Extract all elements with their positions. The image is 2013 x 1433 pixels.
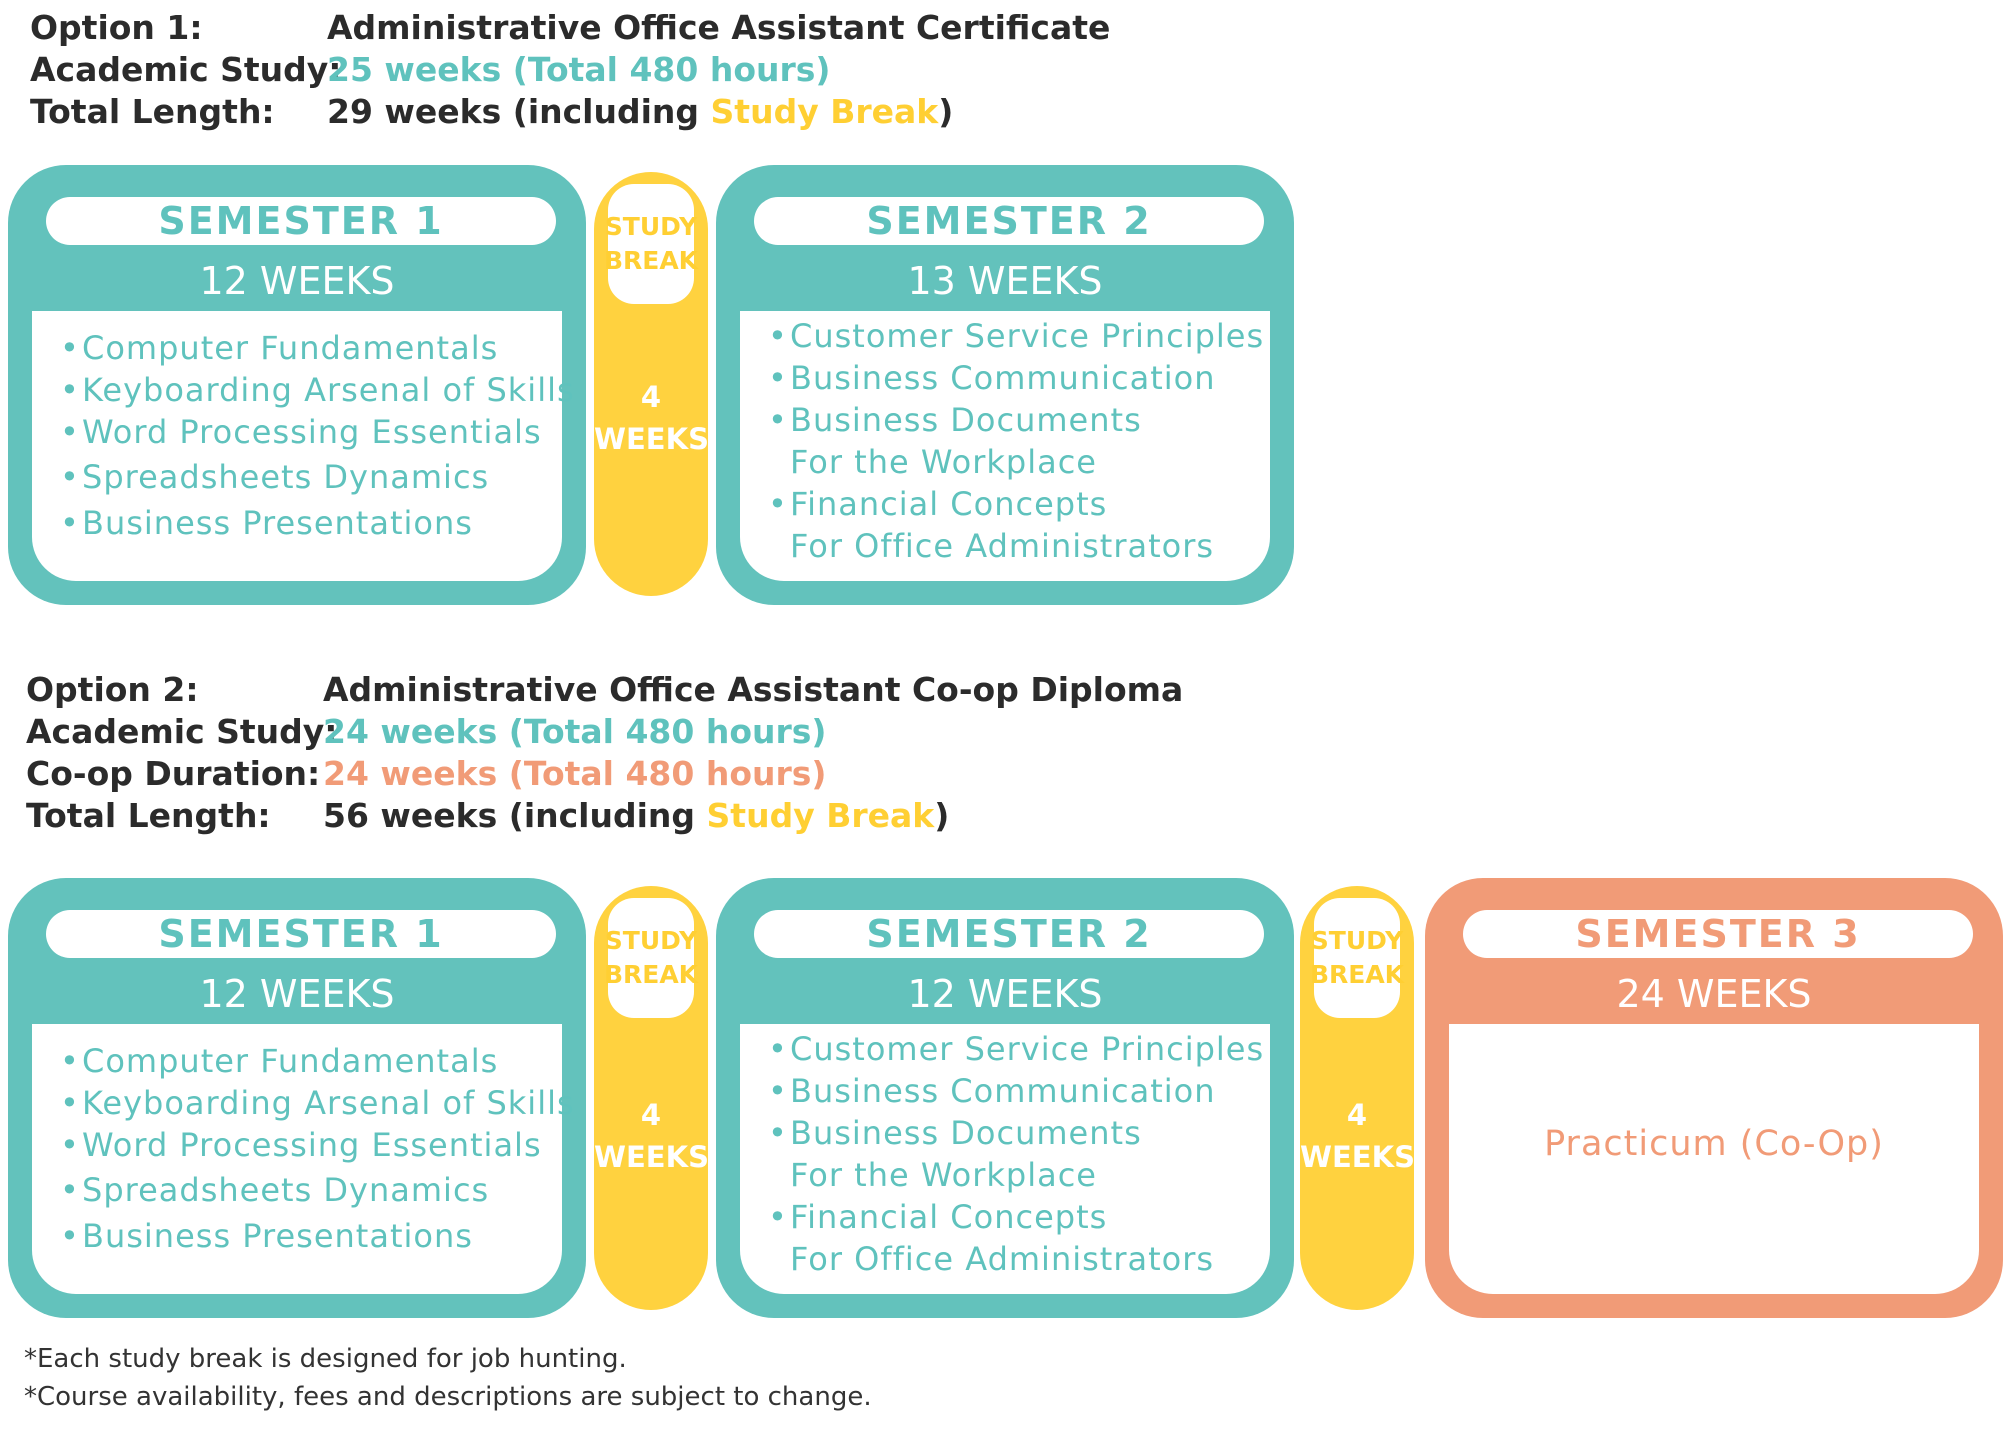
option1-semester1-body: •Computer Fundamentals •Keyboarding Arse… [32,311,574,581]
option2-semester3-card: SEMESTER 3 24 WEEKS Practicum (Co-Op) [1425,878,2003,1318]
option1-semester2-title: SEMESTER 2 [754,197,1264,245]
option2-semester2-title: SEMESTER 2 [754,910,1264,958]
option1-semester2-weeks: 13 WEEKS [907,259,1103,303]
option2-total-prefix: 56 weeks (including [323,796,707,835]
option1-total-prefix: 29 weeks (including [327,92,711,131]
option2-academic-value: 24 weeks (Total 480 hours) [323,712,827,751]
option1-program-row: Option 1: Administrative Office Assistan… [30,8,1530,52]
option1-label: Option 1: [30,8,203,47]
option2-academic-row: Academic Study: 24 weeks (Total 480 hour… [26,712,1526,756]
option2-total-label: Total Length: [26,796,271,835]
option1-total-row: Total Length: 29 weeks (including Study … [30,92,1530,136]
practicum-label: Practicum (Co-Op) [1544,1124,1884,1164]
option1-total-suffix: ) [938,92,954,131]
option2-total-row: Total Length: 56 weeks (including Study … [26,796,1526,840]
option1-total-highlight: Study Break [710,92,939,131]
option2-total-value: 56 weeks (including Study Break) [323,796,949,835]
option2-semester1-weeks: 12 WEEKS [199,972,395,1016]
option2-semester2-card: SEMESTER 2 12 WEEKS •Customer Service Pr… [716,878,1294,1318]
option2-semester2-body: •Customer Service Principles •Business C… [740,1024,1270,1294]
option2-program-name: Administrative Office Assistant Co-op Di… [323,670,1184,709]
option1-semester2-card: SEMESTER 2 13 WEEKS •Customer Service Pr… [716,165,1294,605]
option1-semester1-weeks: 12 WEEKS [199,259,395,303]
option1-academic-label: Academic Study: [30,50,342,89]
option2-coop-value: 24 weeks (Total 480 hours) [323,754,827,793]
option2-label: Option 2: [26,670,199,709]
option2-semester1-card: SEMESTER 1 12 WEEKS •Computer Fundamenta… [8,878,586,1318]
option1-academic-row: Academic Study: 25 weeks (Total 480 hour… [30,50,1530,94]
option2-total-suffix: ) [934,796,950,835]
option1-semester1-card: SEMESTER 1 12 WEEKS •Computer Fundamenta… [8,165,586,605]
option2-coop-row: Co-op Duration: 24 weeks (Total 480 hour… [26,754,1526,798]
option2-semester3-weeks: 24 WEEKS [1616,972,1812,1016]
option2-semester1-body: •Computer Fundamentals •Keyboarding Arse… [32,1024,574,1294]
option2-semester2-weeks: 12 WEEKS [907,972,1103,1016]
option2-semester1-title: SEMESTER 1 [46,910,556,958]
footnote-availability: *Course availability, fees and descripti… [24,1382,872,1412]
option1-academic-value: 25 weeks (Total 480 hours) [327,50,831,89]
option1-total-label: Total Length: [30,92,275,131]
option1-semester2-body: •Customer Service Principles •Business C… [740,311,1270,581]
option1-program-name: Administrative Office Assistant Certific… [327,8,1111,47]
option1-semester1-title: SEMESTER 1 [46,197,556,245]
footnote-study-break: *Each study break is designed for job hu… [24,1344,627,1374]
option2-coop-label: Co-op Duration: [26,754,321,793]
option1-total-value: 29 weeks (including Study Break) [327,92,953,131]
option2-total-highlight: Study Break [706,796,935,835]
option2-semester3-title: SEMESTER 3 [1463,910,1973,958]
option2-semester3-body: Practicum (Co-Op) [1449,1024,1979,1294]
option2-academic-label: Academic Study: [26,712,338,751]
option2-program-row: Option 2: Administrative Office Assistan… [26,670,1526,714]
